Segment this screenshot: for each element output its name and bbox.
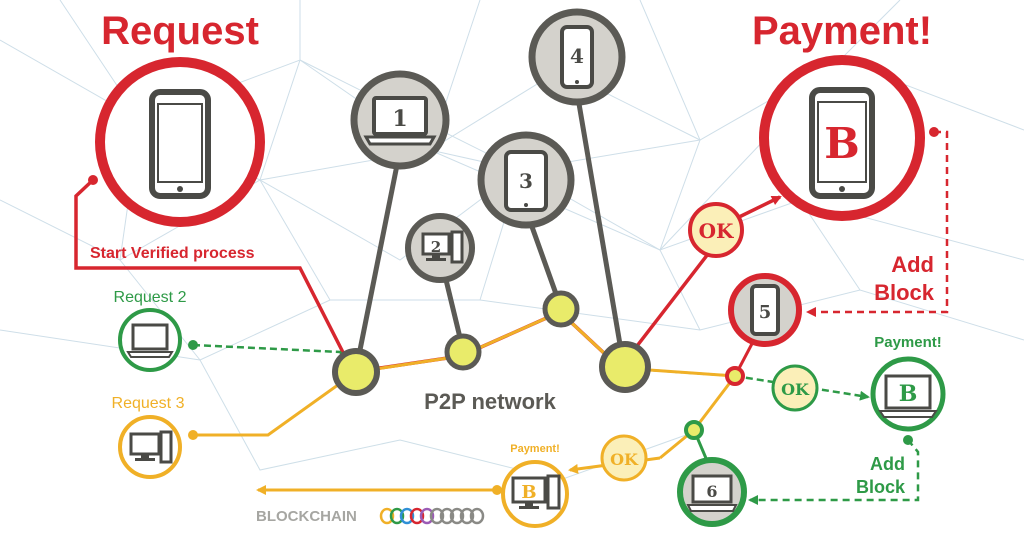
add-block-bottom-line2: Block [856, 477, 906, 497]
hub-mid [444, 333, 482, 371]
tablet-icon [504, 150, 548, 212]
add-block-top-line1: Add [891, 252, 934, 277]
ok-badge-red [688, 202, 744, 258]
hub-small-green [684, 420, 704, 440]
node-connectors [354, 91, 626, 366]
laptop-icon [363, 96, 437, 146]
ok-label-red: OK [699, 219, 734, 243]
red-add-block-path [806, 127, 949, 317]
request2-label: Request 2 [114, 289, 187, 306]
node-5: 5 [728, 273, 802, 347]
ok-label-orange: OK [610, 450, 639, 469]
node-2: 2 [405, 213, 475, 283]
hub-upper [542, 290, 580, 328]
blockchain-chain-links [379, 507, 485, 525]
ok-label-green: OK [781, 380, 810, 399]
request-title: Request [101, 9, 259, 53]
node-6-number: 6 [706, 482, 717, 501]
laptop-bitcoin-icon: B [878, 374, 938, 418]
laptop-icon [686, 474, 738, 512]
desktop-bitcoin-icon: B [511, 474, 561, 510]
node-1-number: 1 [392, 106, 407, 132]
node-4: 4 [528, 8, 626, 106]
smartphone-bitcoin-icon: B [809, 87, 875, 199]
node-1: 1 [350, 70, 450, 170]
smartphone-icon [750, 284, 780, 336]
blockchain-label: BLOCKCHAIN [256, 508, 357, 525]
node-5-number: 5 [759, 302, 772, 323]
node-2-number: 2 [431, 238, 441, 256]
p2p-network-label: P2P network [424, 389, 556, 414]
start-verified-label: Start Verified process [90, 245, 255, 262]
node-3: 3 [477, 131, 575, 229]
node-4-number: 4 [570, 44, 584, 68]
desktop-computer-icon [129, 430, 173, 464]
payment-green-label: Payment! [874, 334, 942, 351]
add-block-bottom-line1: Add [870, 454, 905, 474]
bitcoin-icon: B [521, 482, 536, 503]
smartphone-icon [149, 89, 211, 199]
desktop-computer-icon [421, 230, 464, 264]
ok-badge-orange [600, 434, 648, 482]
bitcoin-icon: B [824, 119, 860, 168]
laptop-icon [126, 323, 174, 358]
request3-label: Request 3 [112, 395, 185, 412]
node-3-number: 3 [519, 169, 533, 193]
hub-right [599, 341, 651, 393]
smartphone-icon [560, 25, 594, 89]
hub-small-red [725, 366, 745, 386]
hub-left [332, 348, 380, 396]
green-add-block-path [748, 435, 920, 505]
network-hubs [332, 290, 745, 440]
bitcoin-icon: B [899, 381, 918, 407]
add-block-top-line2: Block [874, 280, 935, 305]
payment-orange-label: Payment! [510, 443, 560, 455]
payment-title: Payment! [752, 9, 932, 53]
ok-badge-green [771, 364, 819, 412]
node-6: 6 [677, 457, 747, 527]
